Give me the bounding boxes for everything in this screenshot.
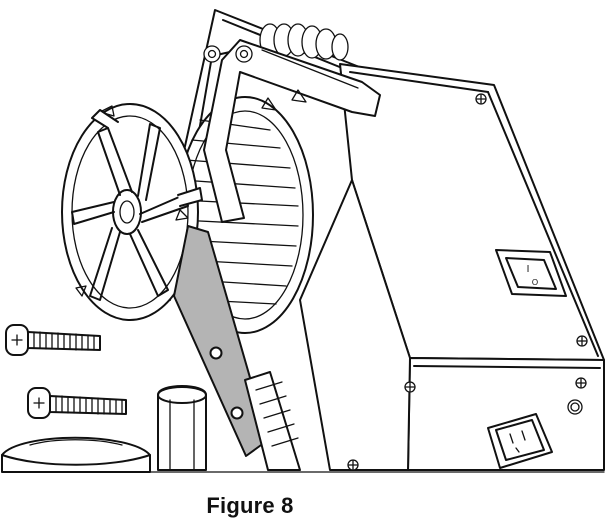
bolt-icon [5,324,101,356]
support-arm [173,225,269,457]
figure-caption: Figure 8 [206,493,294,518]
switch-on-symbol: I [527,264,530,275]
latch-arm [203,39,381,223]
mount-post [157,371,301,471]
switch-off-symbol: O [532,278,538,287]
outlet-icon [487,413,553,469]
base-cup [1,436,151,473]
motor-housing [299,63,605,471]
bolt-icon [27,387,127,419]
rotation-arrow-icon [175,209,189,221]
front-wheel [61,103,203,321]
power-switch-icon: I O [495,249,567,297]
rotation-arrow-icon [75,285,87,297]
